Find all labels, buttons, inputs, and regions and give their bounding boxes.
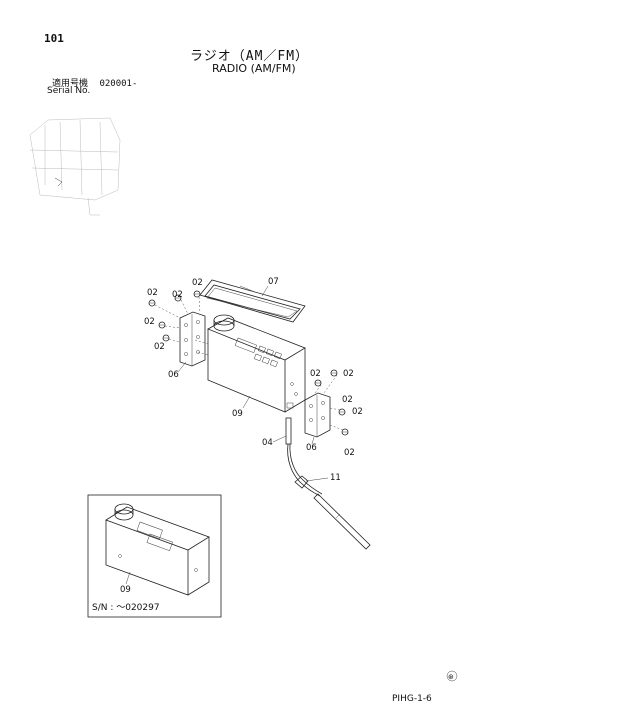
- watermark-circle: [446, 670, 458, 682]
- part-04-antenna-lead: [285, 417, 323, 497]
- callout-11: 11: [330, 473, 341, 483]
- callout-02-j: 02: [344, 448, 355, 458]
- callout-09: 09: [232, 409, 243, 419]
- callout-02-d: 02: [144, 317, 155, 327]
- machine-thumbnail: [29, 117, 121, 216]
- callout-07: 07: [268, 277, 279, 287]
- screws-02: [148, 290, 349, 436]
- inset-serial-note: S/N : ～020297: [92, 603, 160, 613]
- callouts: 07 02 02 02 02 02 06 09 02 02 02 02 02 0…: [144, 277, 363, 483]
- serial-label-en: Serial No.: [47, 86, 91, 96]
- title-english: RADIO (AM/FM): [212, 62, 296, 75]
- callout-02-g: 02: [343, 369, 354, 379]
- callout-06-right: 06: [306, 443, 317, 453]
- callout-04: 04: [262, 438, 273, 448]
- part-06-bracket-right: [304, 392, 331, 438]
- callout-02-i: 02: [352, 407, 363, 417]
- callout-02-a: 02: [147, 288, 158, 298]
- serial-label-jp: 適用号機: [52, 79, 89, 89]
- callout-09-inset: 09: [120, 585, 131, 595]
- document-reference: PIHG-1-6: [392, 694, 432, 704]
- callout-02-e: 02: [154, 342, 165, 352]
- part-06-bracket-left: [179, 311, 206, 367]
- part-07-frame: [199, 279, 306, 323]
- page-number: 101: [44, 32, 64, 45]
- part-09-radio: [194, 314, 306, 413]
- callout-02-f: 02: [310, 369, 321, 379]
- callout-02-b: 02: [172, 290, 183, 300]
- callout-02-h: 02: [342, 395, 353, 405]
- part-11-antenna: [294, 475, 371, 550]
- callout-02-c: 02: [192, 278, 203, 288]
- title-japanese: ラジオ（AM／FM）: [190, 49, 310, 64]
- watermark-symbol: ⊛: [448, 673, 454, 681]
- serial-value: 020001-: [99, 79, 138, 89]
- callout-06-left: 06: [168, 370, 179, 380]
- serial-label: 適用号機 020001-: [52, 76, 137, 89]
- inset-earlier-model: 09: [87, 494, 222, 618]
